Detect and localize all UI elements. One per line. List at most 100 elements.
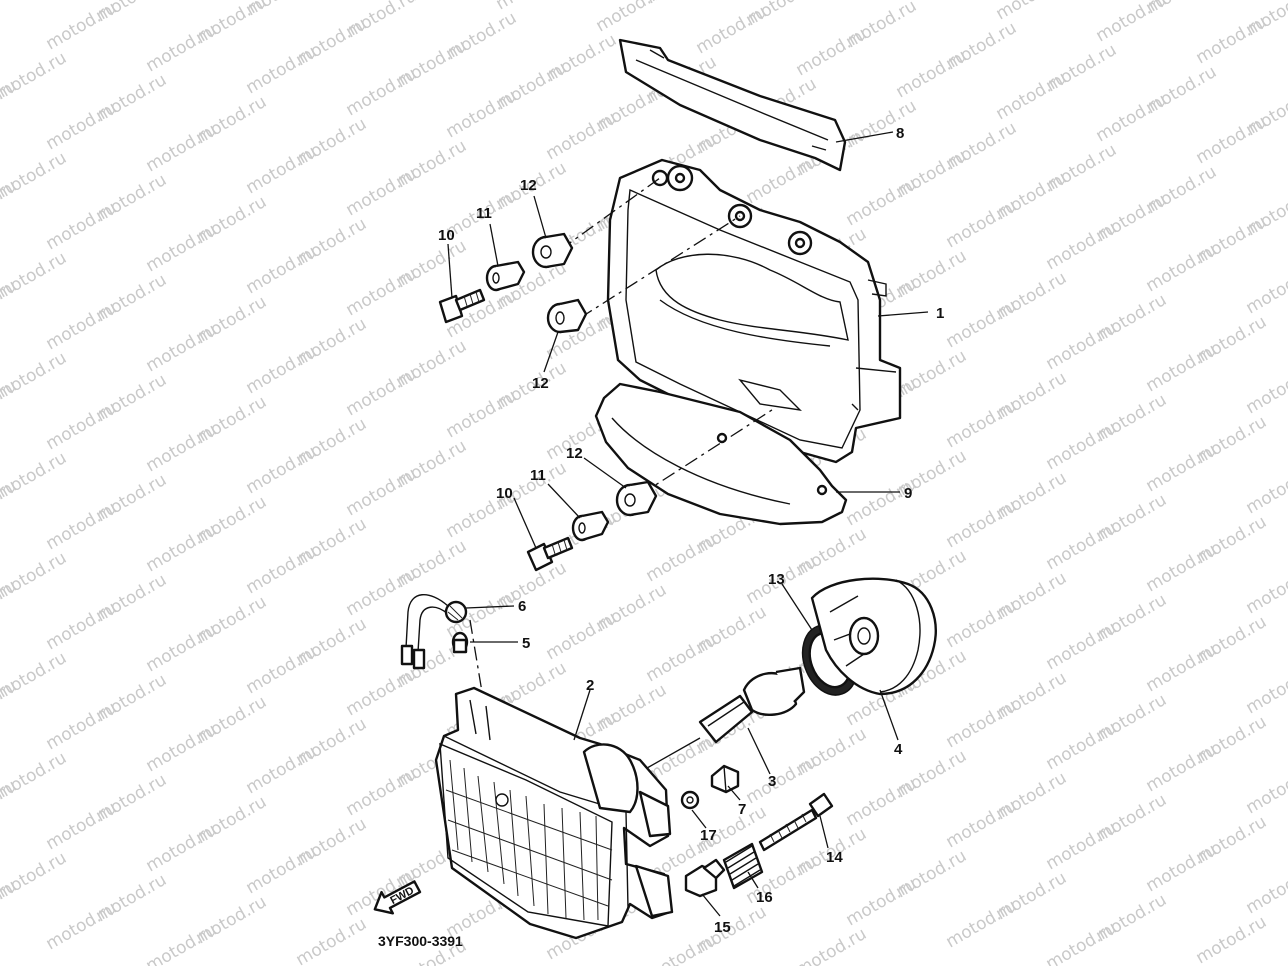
callout-12-mid: 12: [532, 375, 549, 392]
callout-6: 6: [518, 598, 526, 615]
watermark-text: motod.ru: [943, 896, 1021, 952]
watermark-text: motod.ru: [843, 874, 921, 930]
watermark-text: motod.ru: [1143, 640, 1221, 696]
watermark-text: motod.ru: [343, 64, 421, 120]
part-7-adjuster: [712, 766, 738, 792]
part-12-grommet-lower: [617, 482, 656, 515]
figure-code: 3YF300-3391: [378, 933, 463, 949]
watermark-text: motod.ru: [693, 2, 771, 58]
watermark-text: motod.ru: [143, 920, 221, 966]
watermark-text: motod.ru: [43, 798, 121, 854]
watermark-text: motod.ru: [1043, 718, 1121, 774]
watermark-text: motod.ru: [1193, 112, 1271, 168]
watermark-text: motod.ru: [243, 842, 321, 898]
watermark-text: motod.ru: [243, 342, 321, 398]
watermark-text: motod.ru: [143, 320, 221, 376]
watermark-text: motod.ru: [1043, 418, 1121, 474]
callout-2: 2: [586, 677, 594, 694]
watermark-text: motod.ru: [343, 164, 421, 220]
watermark-text: motod.ru: [1143, 740, 1221, 796]
watermark-text: motod.ru: [1143, 540, 1221, 596]
watermark-text: motod.ru: [1143, 340, 1221, 396]
watermark-text: motod.ru: [1193, 12, 1271, 68]
watermark-text: motod.ru: [43, 498, 121, 554]
watermark-text: motod.ru: [643, 930, 721, 966]
watermark-text: motod.ru: [443, 86, 521, 142]
watermark-text: motod.ru: [143, 20, 221, 76]
callout-12-lower: 12: [566, 445, 583, 462]
watermark-text: motod.ru: [543, 608, 621, 664]
watermark-text: motod.ru: [1143, 240, 1221, 296]
callout-14: 14: [826, 849, 843, 866]
watermark-text: motod.ru: [943, 596, 1021, 652]
watermark-text: motod.ru: [843, 474, 921, 530]
watermark-text: motod.ru: [943, 396, 1021, 452]
watermark-text: motod.ru: [843, 174, 921, 230]
watermark-text: motod.ru: [1093, 90, 1171, 146]
watermark-text: motod.ru: [993, 68, 1071, 124]
watermark-text: motod.ru: [893, 46, 971, 102]
watermark-text: motod.ru: [343, 664, 421, 720]
watermark-text: motod.ru: [243, 142, 321, 198]
part-2-headlight-unit: [436, 688, 672, 938]
watermark-text: motod.ru: [343, 464, 421, 520]
watermark-text: motod.ru: [1243, 862, 1288, 918]
watermark-text: motod.ru: [343, 264, 421, 320]
callout-15: 15: [714, 919, 731, 936]
watermark-text: motod.ru: [43, 598, 121, 654]
watermark-text: motod.ru: [43, 698, 121, 754]
watermark-text: motod.ru: [1243, 462, 1288, 518]
part-15-socket: [686, 860, 724, 896]
watermark-text: motod.ru: [143, 520, 221, 576]
watermark-text: motod.ru: [1043, 318, 1121, 374]
watermark-text: motod.ru: [1043, 618, 1121, 674]
watermark-text: motod.ru: [43, 898, 121, 954]
callout-11-upper: 11: [476, 205, 492, 222]
watermark-text: motod.ru: [743, 752, 821, 808]
watermark-text: motod.ru: [143, 720, 221, 776]
watermark-text: motod.ru: [1043, 218, 1121, 274]
watermark-text: motod.ru: [1243, 762, 1288, 818]
watermark-text: motod.ru: [243, 542, 321, 598]
watermark-text: motod.ru: [643, 630, 721, 686]
callout-13: 13: [768, 571, 785, 588]
watermark-text: motod.ru: [143, 420, 221, 476]
watermark-text: motod.ru: [543, 108, 621, 164]
watermark-text: motod.ru: [943, 296, 1021, 352]
callout-8: 8: [896, 125, 904, 142]
watermark-text: motod.ru: [1243, 262, 1288, 318]
watermark-text: motod.ru: [793, 24, 871, 80]
watermark-text: motod.ru: [293, 914, 371, 966]
part-3-bulb: [700, 668, 804, 742]
watermark-text: motod.ru: [143, 220, 221, 276]
watermark-text: motod.ru: [243, 42, 321, 98]
callout-9: 9: [904, 485, 912, 502]
watermark-text: motod.ru: [143, 820, 221, 876]
callout-3: 3: [768, 773, 776, 790]
watermark-text: motod.ru: [243, 242, 321, 298]
watermark-text: motod.ru: [143, 120, 221, 176]
watermark-text: motod.ru: [1243, 362, 1288, 418]
part-5-bulb: [453, 633, 467, 652]
watermark-text: motod.ru: [243, 642, 321, 698]
watermark-text: motod.ru: [43, 0, 121, 54]
callout-17: 17: [700, 827, 717, 844]
watermark-text: motod.ru: [43, 298, 121, 354]
watermark-text: motod.ru: [443, 386, 521, 442]
watermark-text: motod.ru: [943, 696, 1021, 752]
watermark-text: motod.ru: [743, 852, 821, 908]
watermark-text: motod.ru: [1143, 440, 1221, 496]
part-17-washer: [682, 792, 698, 808]
watermark-text: motod.ru: [1193, 912, 1271, 966]
watermark-text: motod.ru: [243, 742, 321, 798]
callout-1: 1: [936, 305, 944, 322]
watermark-text: motod.ru: [1093, 0, 1171, 46]
callout-10-upper: 10: [438, 227, 455, 244]
watermark-text: motod.ru: [643, 530, 721, 586]
callout-10-lower: 10: [496, 485, 513, 502]
watermark-text: motod.ru: [593, 0, 671, 36]
watermark-text: motod.ru: [1043, 518, 1121, 574]
watermark-text: motod.ru: [843, 774, 921, 830]
watermark-text: motod.ru: [43, 398, 121, 454]
